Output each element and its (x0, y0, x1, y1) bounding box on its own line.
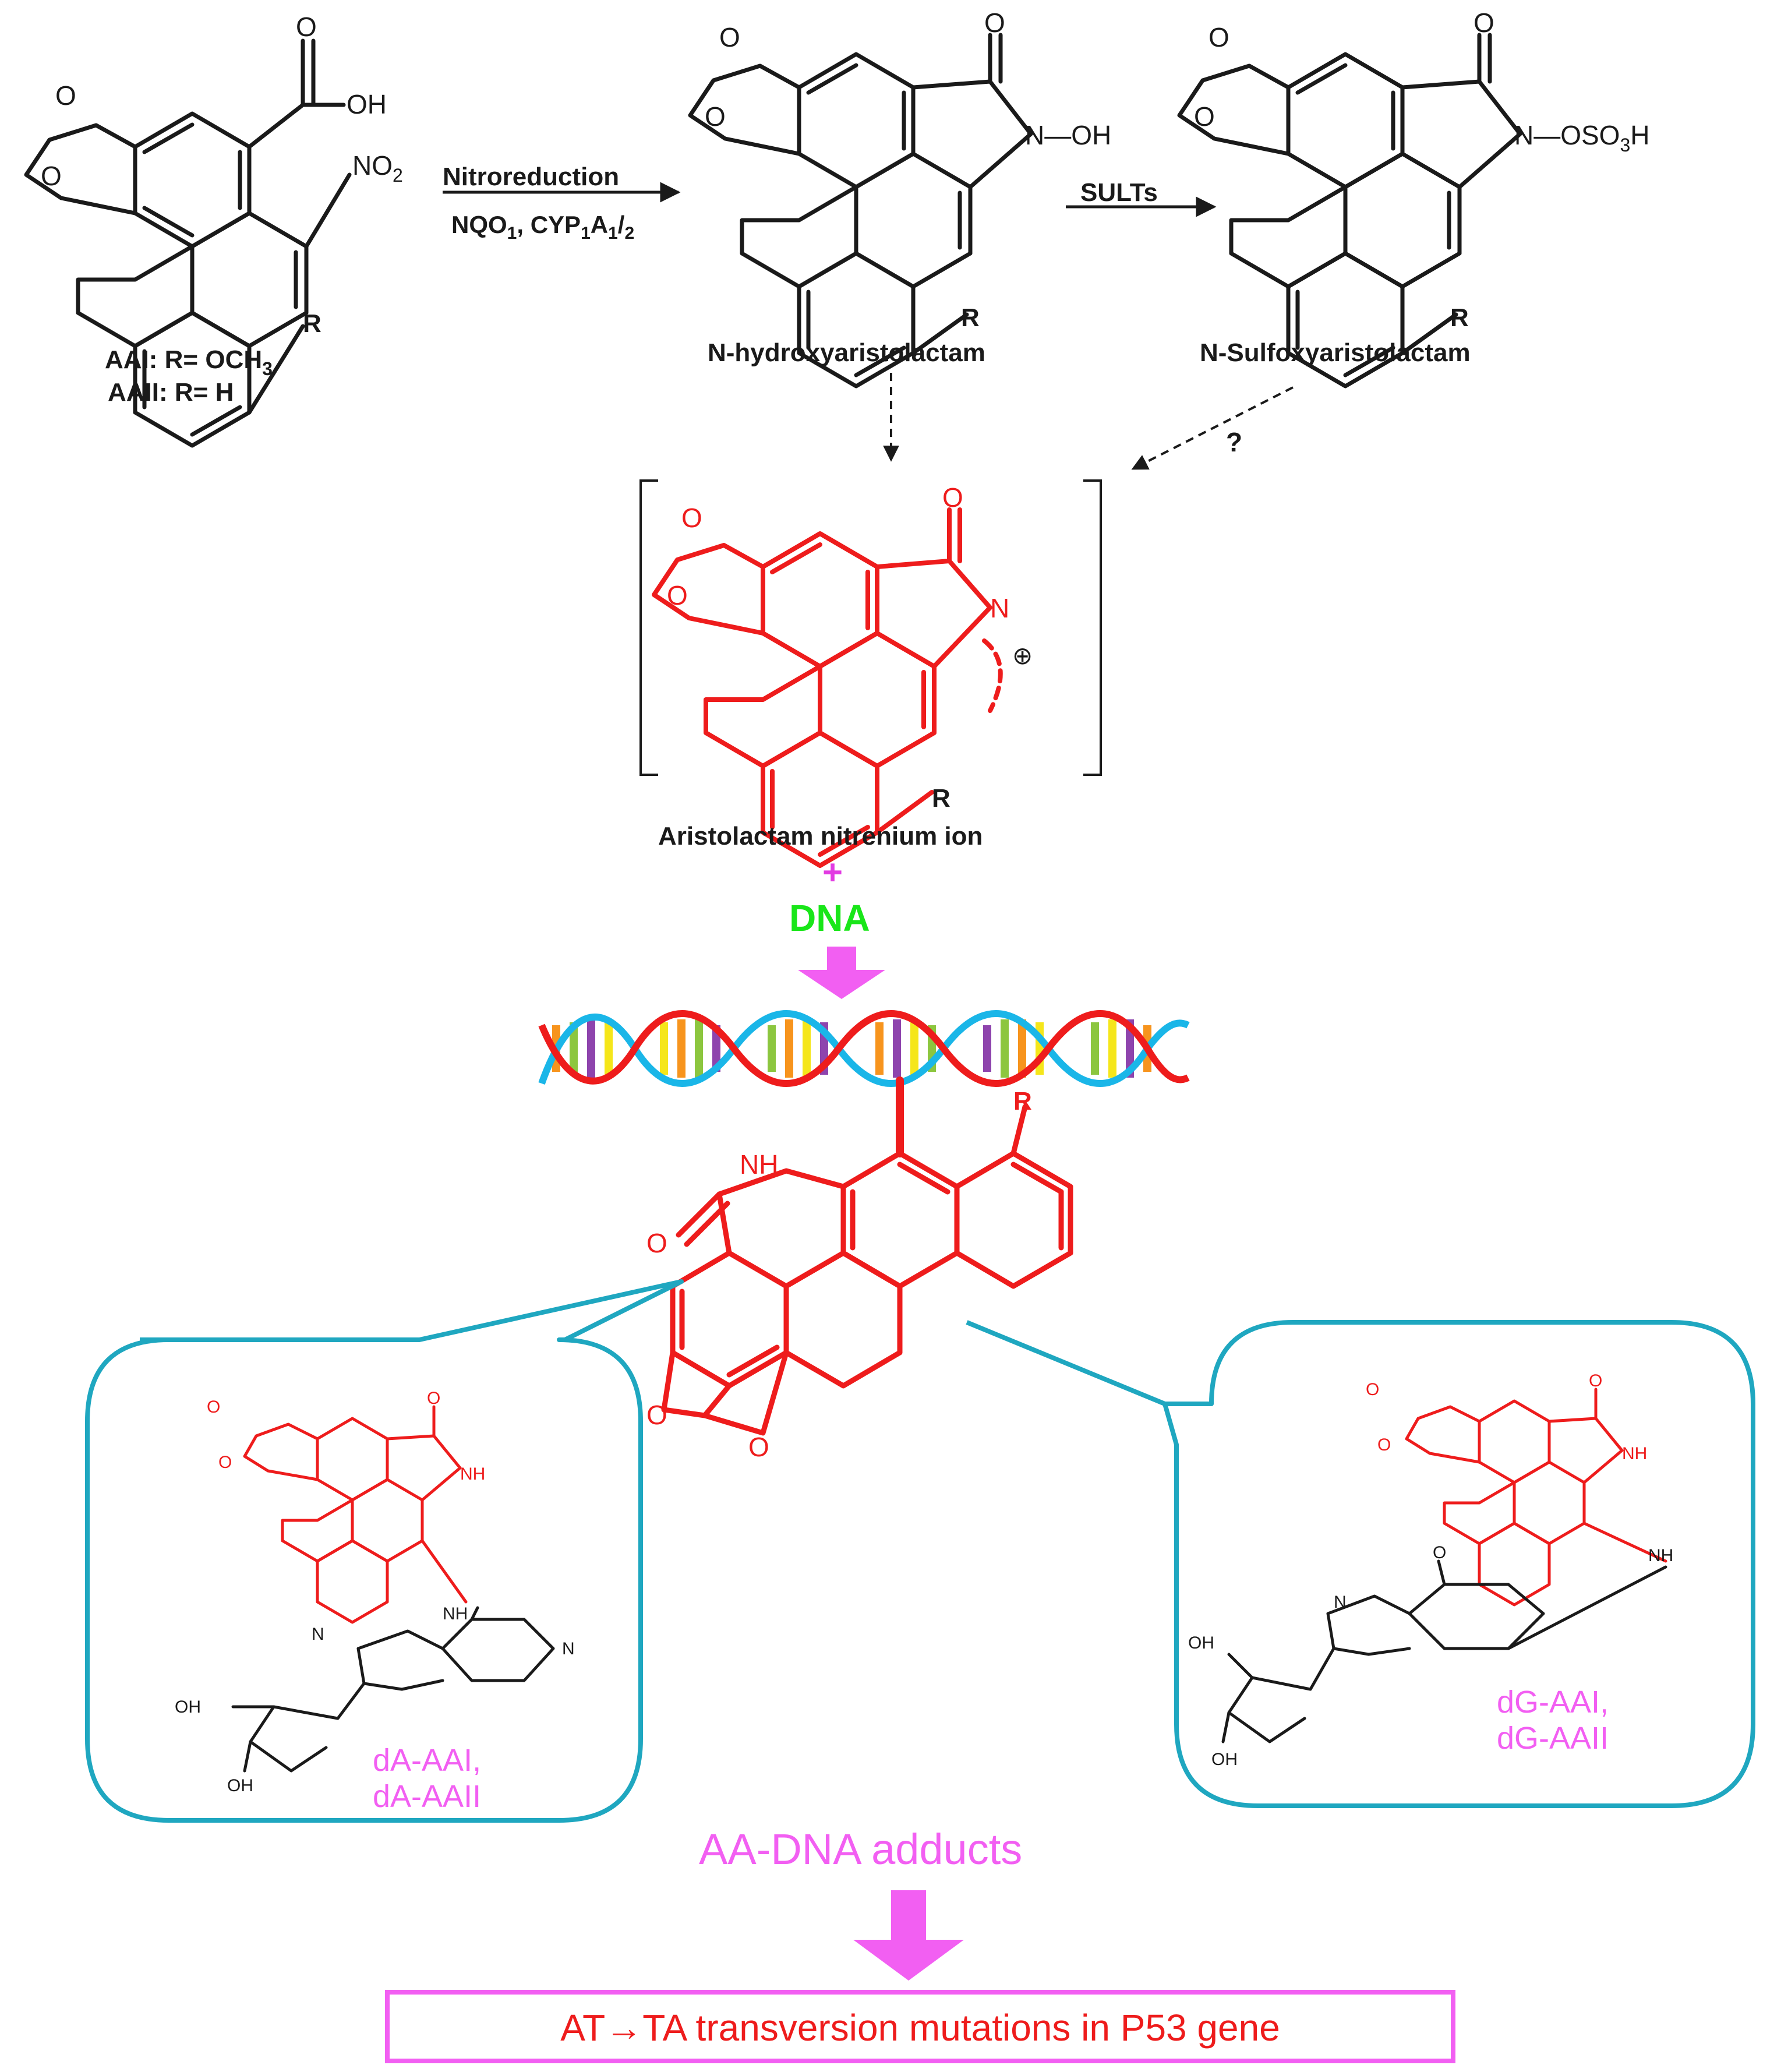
r-substituent: R (1013, 1087, 1032, 1116)
atom-oh: OH (227, 1776, 253, 1795)
nitroreduction-enzymes: NQO1, CYP1A1/2 (451, 211, 634, 243)
atom-o: O (719, 22, 740, 52)
atom-o: O (646, 1400, 667, 1430)
r-substituent: R (932, 784, 950, 813)
dna-bound-aristolactam-structure (661, 1076, 1073, 1436)
atom-nh: NH (460, 1464, 485, 1484)
nitroreduction-arrow: Nitroreduction NQO1, CYP1A1/2 (443, 163, 681, 243)
nitroreduction-label: Nitroreduction (443, 163, 619, 191)
arrow-to-dna (798, 947, 885, 999)
dna-base-pairs (552, 1019, 1151, 1078)
atom-oh: OH (1188, 1633, 1214, 1653)
outcome-label: AT→TA transversion mutations in P53 gene (560, 2007, 1280, 2049)
atom-oh: OH (347, 89, 387, 119)
dg-adduct-name-1: dG-AAI, (1497, 1685, 1609, 1720)
atom-n: N (562, 1639, 575, 1658)
n-hydroxyaristolactam-structure (688, 33, 1033, 389)
atom-o: O (296, 12, 317, 42)
aaii-definition: AAII: R= H (108, 378, 234, 407)
atom-nh: NH (443, 1604, 468, 1623)
atom-o: O (41, 161, 62, 191)
n-hydroxyaristolactam-labels: O O O N—OH R N-hydroxyaristolactam (705, 8, 1111, 367)
atom-o: O (748, 1432, 769, 1462)
dna-strand-red (538, 1010, 1190, 1087)
da-adenosine-part (231, 1606, 555, 1773)
arrow-to-outcome (853, 1890, 964, 1981)
aa-dna-adducts-label: AA-DNA adducts (699, 1825, 1022, 1873)
atom-o: O (1377, 1435, 1391, 1455)
atom-o: O (1209, 22, 1229, 52)
atom-o: O (1433, 1543, 1446, 1562)
nitrenium-ion-structure (652, 507, 1003, 868)
atom-o: O (1473, 8, 1494, 38)
unknown-step-label: ? (1226, 427, 1242, 457)
nitrenium-brackets (639, 479, 1102, 776)
da-adduct-name-2: dA-AAII (373, 1779, 481, 1814)
atom-n: N (990, 593, 1009, 623)
sults-arrow: SULTs (1066, 178, 1217, 217)
atom-oh: OH (175, 1697, 201, 1717)
plus-sign: + (822, 853, 843, 892)
atom-n: N (312, 1625, 324, 1644)
dna-label: DNA (789, 897, 870, 939)
atom-o: O (55, 80, 76, 111)
nitrenium-ion-name: Aristolactam nitrenium ion (658, 822, 983, 850)
outcome-box: AT→TA transversion mutations in P53 gene (385, 1990, 1455, 2063)
aristolochic-acid-structure (24, 38, 352, 448)
dashed-arrows: ? (883, 373, 1294, 470)
atom-o: O (1589, 1371, 1602, 1390)
atom-o: O (1366, 1380, 1379, 1399)
atom-n: N (1334, 1593, 1347, 1612)
sults-label: SULTs (1080, 178, 1158, 207)
n-oh-group: N—OH (1025, 120, 1111, 150)
atom-o: O (1194, 101, 1215, 132)
r-substituent: R (303, 309, 321, 338)
aai-definition: AAI: R= OCH3 (105, 345, 273, 379)
atom-nh: NH (740, 1149, 778, 1180)
da-adduct-callout: O O O NH NH N N OH OH dA-AAI, dA-AAII (85, 1279, 684, 1823)
aristolochic-acid-labels: O O O OH NO2 R AAI: R= OCH3 AAII: R= H (41, 12, 403, 407)
atom-o: O (681, 503, 702, 533)
atom-nh: NH (1622, 1444, 1647, 1463)
atom-oh: OH (1211, 1750, 1238, 1769)
dna-helix (538, 1010, 1190, 1087)
atom-o: O (942, 482, 963, 513)
r-substituent: R (1450, 303, 1469, 332)
da-aristolactam-part (243, 1405, 468, 1624)
dna-bound-aristolactam-labels: NH O O O R (646, 1087, 1032, 1462)
n-oso3h-group: N—OSO3H (1514, 120, 1650, 156)
atom-o: O (646, 1228, 667, 1258)
atom-o: O (984, 8, 1005, 38)
n-sulfoxyaristolactam-structure (1177, 33, 1522, 389)
n-sulfoxyaristolactam-name: N-Sulfoxyaristolactam (1200, 338, 1471, 367)
atom-o: O (207, 1397, 220, 1417)
da-adduct-name-1: dA-AAI, (373, 1743, 481, 1778)
dg-aristolactam-part (1405, 1388, 1667, 1607)
atom-o: O (667, 580, 688, 610)
r-substituent: R (961, 303, 980, 332)
dg-adduct-callout: O O O NH NH O N OH OH dG-AAI, dG-AAII (966, 1320, 1755, 1808)
n-sulfoxyaristolactam-labels: O O O N—OSO3H R N-Sulfoxyaristolactam (1194, 8, 1650, 367)
dg-guanosine-part (1221, 1559, 1667, 1743)
atom-o: O (705, 101, 726, 132)
atom-o: O (218, 1453, 232, 1472)
dg-adduct-name-2: dG-AAII (1497, 1721, 1609, 1756)
positive-charge: ⊕ (1012, 642, 1033, 669)
nitrenium-ion-labels: O O O N ⊕ R Aristolactam nitrenium ion +… (658, 482, 1033, 939)
atom-o: O (427, 1389, 440, 1408)
nitro-group: NO2 (352, 150, 403, 186)
atom-nh: NH (1648, 1546, 1673, 1565)
n-hydroxyaristolactam-name: N-hydroxyaristolactam (708, 338, 985, 367)
